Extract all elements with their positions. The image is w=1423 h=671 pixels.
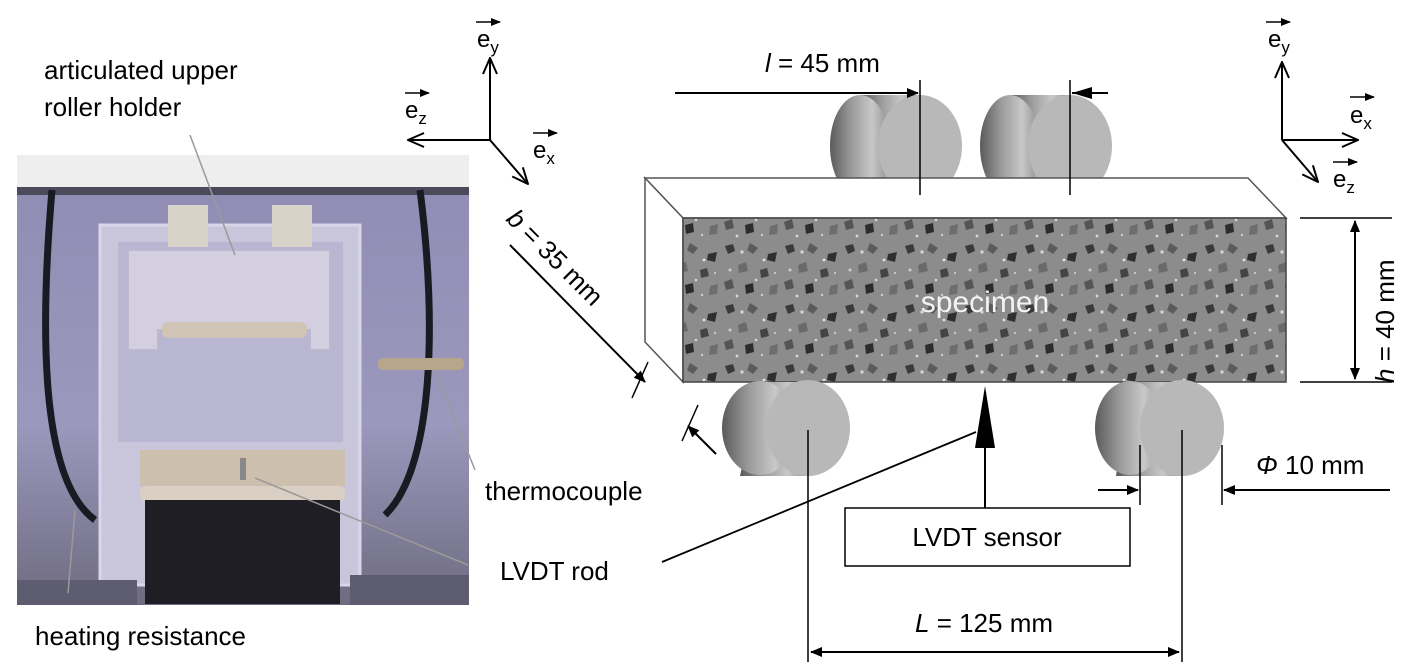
label-lvdt-rod: LVDT rod bbox=[500, 556, 609, 586]
svg-text:ez: ez bbox=[1333, 166, 1355, 197]
lower-support-rollers bbox=[722, 380, 1224, 476]
specimen-front-face bbox=[682, 217, 1287, 383]
label-heating-resistance: heating resistance bbox=[35, 621, 246, 651]
svg-text:ey: ey bbox=[1268, 26, 1290, 57]
heating-cable-right bbox=[382, 189, 433, 518]
svg-text:ez: ez bbox=[405, 97, 427, 128]
label-upper-span: l = 45 mm bbox=[765, 48, 880, 78]
lower-roller-2 bbox=[1095, 380, 1224, 476]
dimension-height: h = 40 mm bbox=[1300, 217, 1400, 383]
lvdt-sensor-box bbox=[844, 507, 1131, 567]
upper-rollers bbox=[162, 322, 307, 338]
svg-text:ex: ex bbox=[533, 137, 555, 168]
coordinate-axes-right: ey ex ez bbox=[1266, 18, 1375, 197]
label-height: h = 40 mm bbox=[1370, 259, 1400, 383]
specimen-top-face bbox=[643, 177, 1288, 219]
dimension-lower-span: L = 125 mm bbox=[807, 430, 1183, 662]
furnace-top-plate bbox=[17, 155, 469, 190]
svg-text:ey: ey bbox=[477, 26, 499, 57]
lvdt-sensor-label: LVDT sensor bbox=[912, 522, 1062, 552]
heating-cable-left bbox=[42, 189, 98, 523]
lvdt-rod-leader bbox=[661, 431, 977, 563]
lvdt-housing bbox=[145, 500, 340, 604]
lvdt-sensor: LVDT sensor bbox=[844, 386, 1131, 567]
label-roller-holder-1: articulated upper bbox=[44, 55, 238, 85]
label-diameter: Φ 10 mm bbox=[1256, 450, 1364, 480]
lower-roller-1 bbox=[722, 380, 850, 476]
test-rig-photo bbox=[17, 155, 469, 605]
holder-pin-left bbox=[168, 205, 208, 247]
dimension-diameter: Φ 10 mm bbox=[1098, 445, 1390, 505]
label-lower-span: L = 125 mm bbox=[915, 608, 1053, 638]
holder-pin-right bbox=[272, 205, 312, 247]
label-width: b = 35 mm bbox=[501, 203, 610, 312]
dimension-upper-span: l = 45 mm bbox=[675, 48, 1108, 99]
lvdt-arrow-icon bbox=[975, 386, 995, 448]
svg-text:ex: ex bbox=[1350, 102, 1372, 133]
specimen-label: specimen bbox=[921, 286, 1049, 319]
specimen-block: specimen bbox=[643, 176, 1288, 384]
upper-roller-axes bbox=[919, 80, 1071, 195]
coordinate-axes-left: ey ez ex bbox=[405, 18, 558, 184]
label-roller-holder-2: roller holder bbox=[44, 92, 182, 122]
label-thermocouple: thermocouple bbox=[485, 476, 643, 506]
thermocouple-rod bbox=[378, 358, 464, 370]
photo-leader-lines bbox=[67, 134, 476, 594]
